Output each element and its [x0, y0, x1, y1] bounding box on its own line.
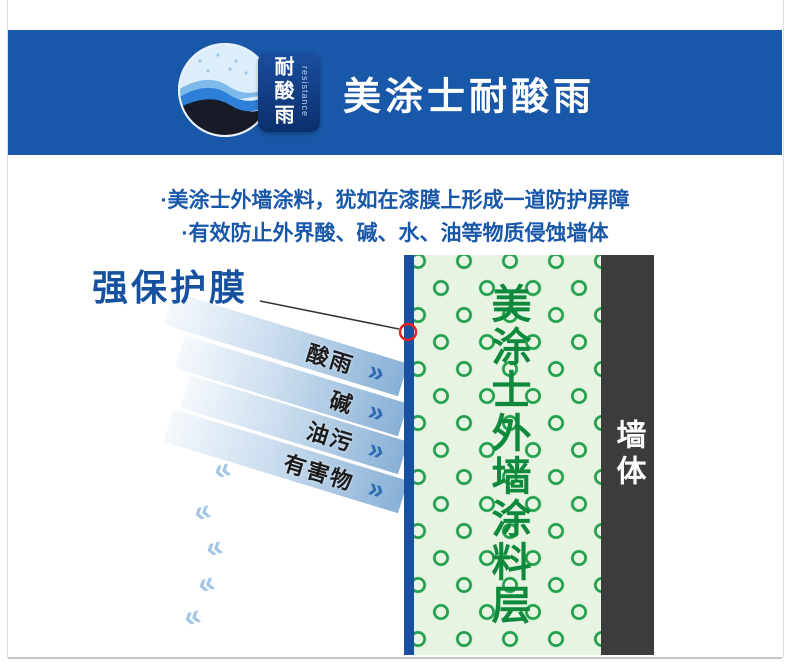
description-line-2: ·有效防止外界酸、碱、水、油等物质侵蚀墙体 [181, 222, 609, 245]
coating-panel: 美涂士外墙涂料层 [414, 255, 601, 655]
wall-panel: 墙体 [601, 255, 654, 655]
wall-label: 墙体 [611, 419, 645, 491]
chevron-right-icon: » [364, 432, 387, 466]
chevron-left-icon: « [179, 598, 203, 635]
protective-film-bar [404, 255, 414, 655]
product-emblem: 耐酸雨 resistance [178, 40, 348, 145]
chevron-left-icon: « [189, 493, 213, 530]
coating-layers-icon [178, 43, 272, 137]
header-banner: 耐酸雨 resistance 美涂士耐酸雨 [8, 30, 782, 155]
chevron-right-icon: » [364, 471, 387, 505]
chevron-right-icon: » [364, 354, 387, 388]
protection-diagram: 美涂士外墙涂料层 墙体 酸雨 » 碱 » 油污 » 有害物 » « « « « … [8, 255, 782, 655]
badge-label: 耐酸雨 [271, 56, 293, 128]
film-label: 强保护膜 [92, 267, 249, 308]
resistance-badge: 耐酸雨 resistance [258, 52, 320, 132]
page-title: 美涂士耐酸雨 [343, 76, 596, 118]
chevron-right-icon: » [364, 394, 387, 428]
chevron-left-icon: « [201, 529, 225, 566]
badge-side-label: resistance [300, 66, 310, 118]
description-block: ·美涂士外墙涂料，犹如在漆膜上形成一道防护屏障 ·有效防止外界酸、碱、水、油等物… [8, 184, 782, 250]
coating-label: 美涂士外墙涂料层 [485, 283, 530, 627]
description-line-1: ·美涂士外墙涂料，犹如在漆膜上形成一道防护屏障 [160, 189, 630, 212]
band-label: 碱 [326, 387, 357, 419]
bottom-divider [8, 657, 782, 659]
chevron-left-icon: « [193, 565, 217, 602]
